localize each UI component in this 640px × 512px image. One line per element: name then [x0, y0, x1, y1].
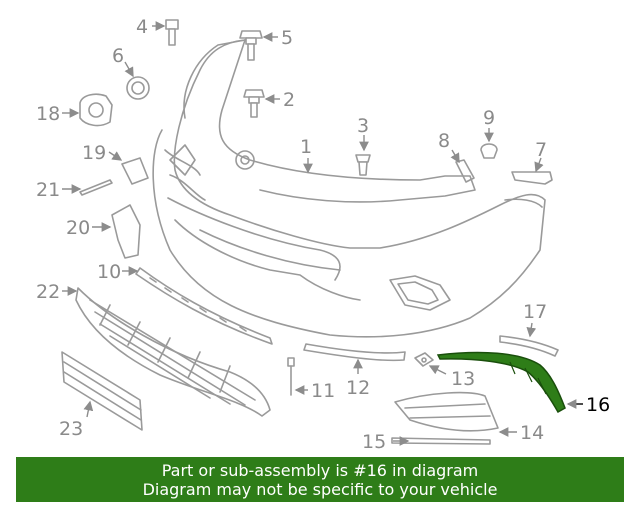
callout-13: 13	[451, 368, 475, 390]
part-info-banner: Part or sub-assembly is #16 in diagram D…	[16, 457, 624, 502]
leader-lines	[62, 21, 583, 446]
callout-16-highlighted: 16	[586, 394, 610, 416]
callout-12: 12	[346, 377, 370, 399]
callout-23: 23	[59, 418, 83, 440]
callout-8: 8	[438, 130, 450, 152]
callout-17: 17	[523, 301, 547, 323]
bumper-cover-part[interactable]	[152, 39, 546, 338]
callout-10: 10	[97, 261, 121, 283]
bolt-4-part[interactable]	[165, 19, 179, 46]
strip-21-part[interactable]	[79, 179, 113, 196]
bracket-20-part[interactable]	[111, 204, 141, 259]
callout-21: 21	[36, 179, 60, 201]
callout-2: 2	[283, 89, 295, 111]
grille-22-part[interactable]	[75, 287, 271, 417]
strip-17-part[interactable]	[499, 335, 559, 357]
callout-11: 11	[311, 380, 335, 402]
strip-15-part[interactable]	[391, 437, 491, 445]
screw-11-part[interactable]	[287, 357, 295, 396]
trim-7-part[interactable]	[511, 171, 553, 185]
callout-7: 7	[535, 139, 547, 161]
parts-diagram: 1 2 3 4 5 6 7 8 9 10 11 12 13 14 15 16 1…	[36, 16, 610, 453]
nut-13-part[interactable]	[414, 352, 434, 367]
bolt-2-part[interactable]	[243, 89, 265, 118]
banner-line-1: Part or sub-assembly is #16 in diagram	[161, 461, 479, 480]
lower-strip-10-part[interactable]	[135, 267, 273, 345]
highlighted-trim-16-part[interactable]	[436, 351, 566, 414]
banner-line-2: Diagram may not be specific to your vehi…	[142, 480, 498, 499]
callout-3: 3	[357, 115, 369, 137]
fog-lamp-18-part[interactable]	[79, 93, 113, 127]
bracket-12-part[interactable]	[303, 343, 406, 362]
deflector-14-part[interactable]	[394, 391, 499, 432]
strip-8-part[interactable]	[455, 159, 475, 183]
cap-6-part[interactable]	[126, 76, 150, 100]
lower-grille-23-part[interactable]	[61, 351, 143, 431]
callout-5: 5	[281, 27, 293, 49]
callout-9: 9	[483, 107, 495, 129]
callout-15: 15	[362, 431, 386, 453]
callout-6: 6	[112, 45, 124, 67]
callout-14: 14	[520, 422, 544, 444]
callout-1: 1	[300, 136, 312, 158]
bolt-5-part[interactable]	[239, 30, 263, 61]
callout-20: 20	[66, 217, 90, 239]
bracket-19-part[interactable]	[121, 157, 149, 185]
plug-9-part[interactable]	[480, 143, 498, 159]
clip-3-part[interactable]	[355, 154, 371, 176]
callout-4: 4	[136, 16, 148, 38]
callout-19: 19	[82, 142, 106, 164]
callout-labels: 1 2 3 4 5 6 7 8 9 10 11 12 13 14 15 16 1…	[36, 16, 610, 453]
callout-18: 18	[36, 103, 60, 125]
callout-22: 22	[36, 281, 60, 303]
